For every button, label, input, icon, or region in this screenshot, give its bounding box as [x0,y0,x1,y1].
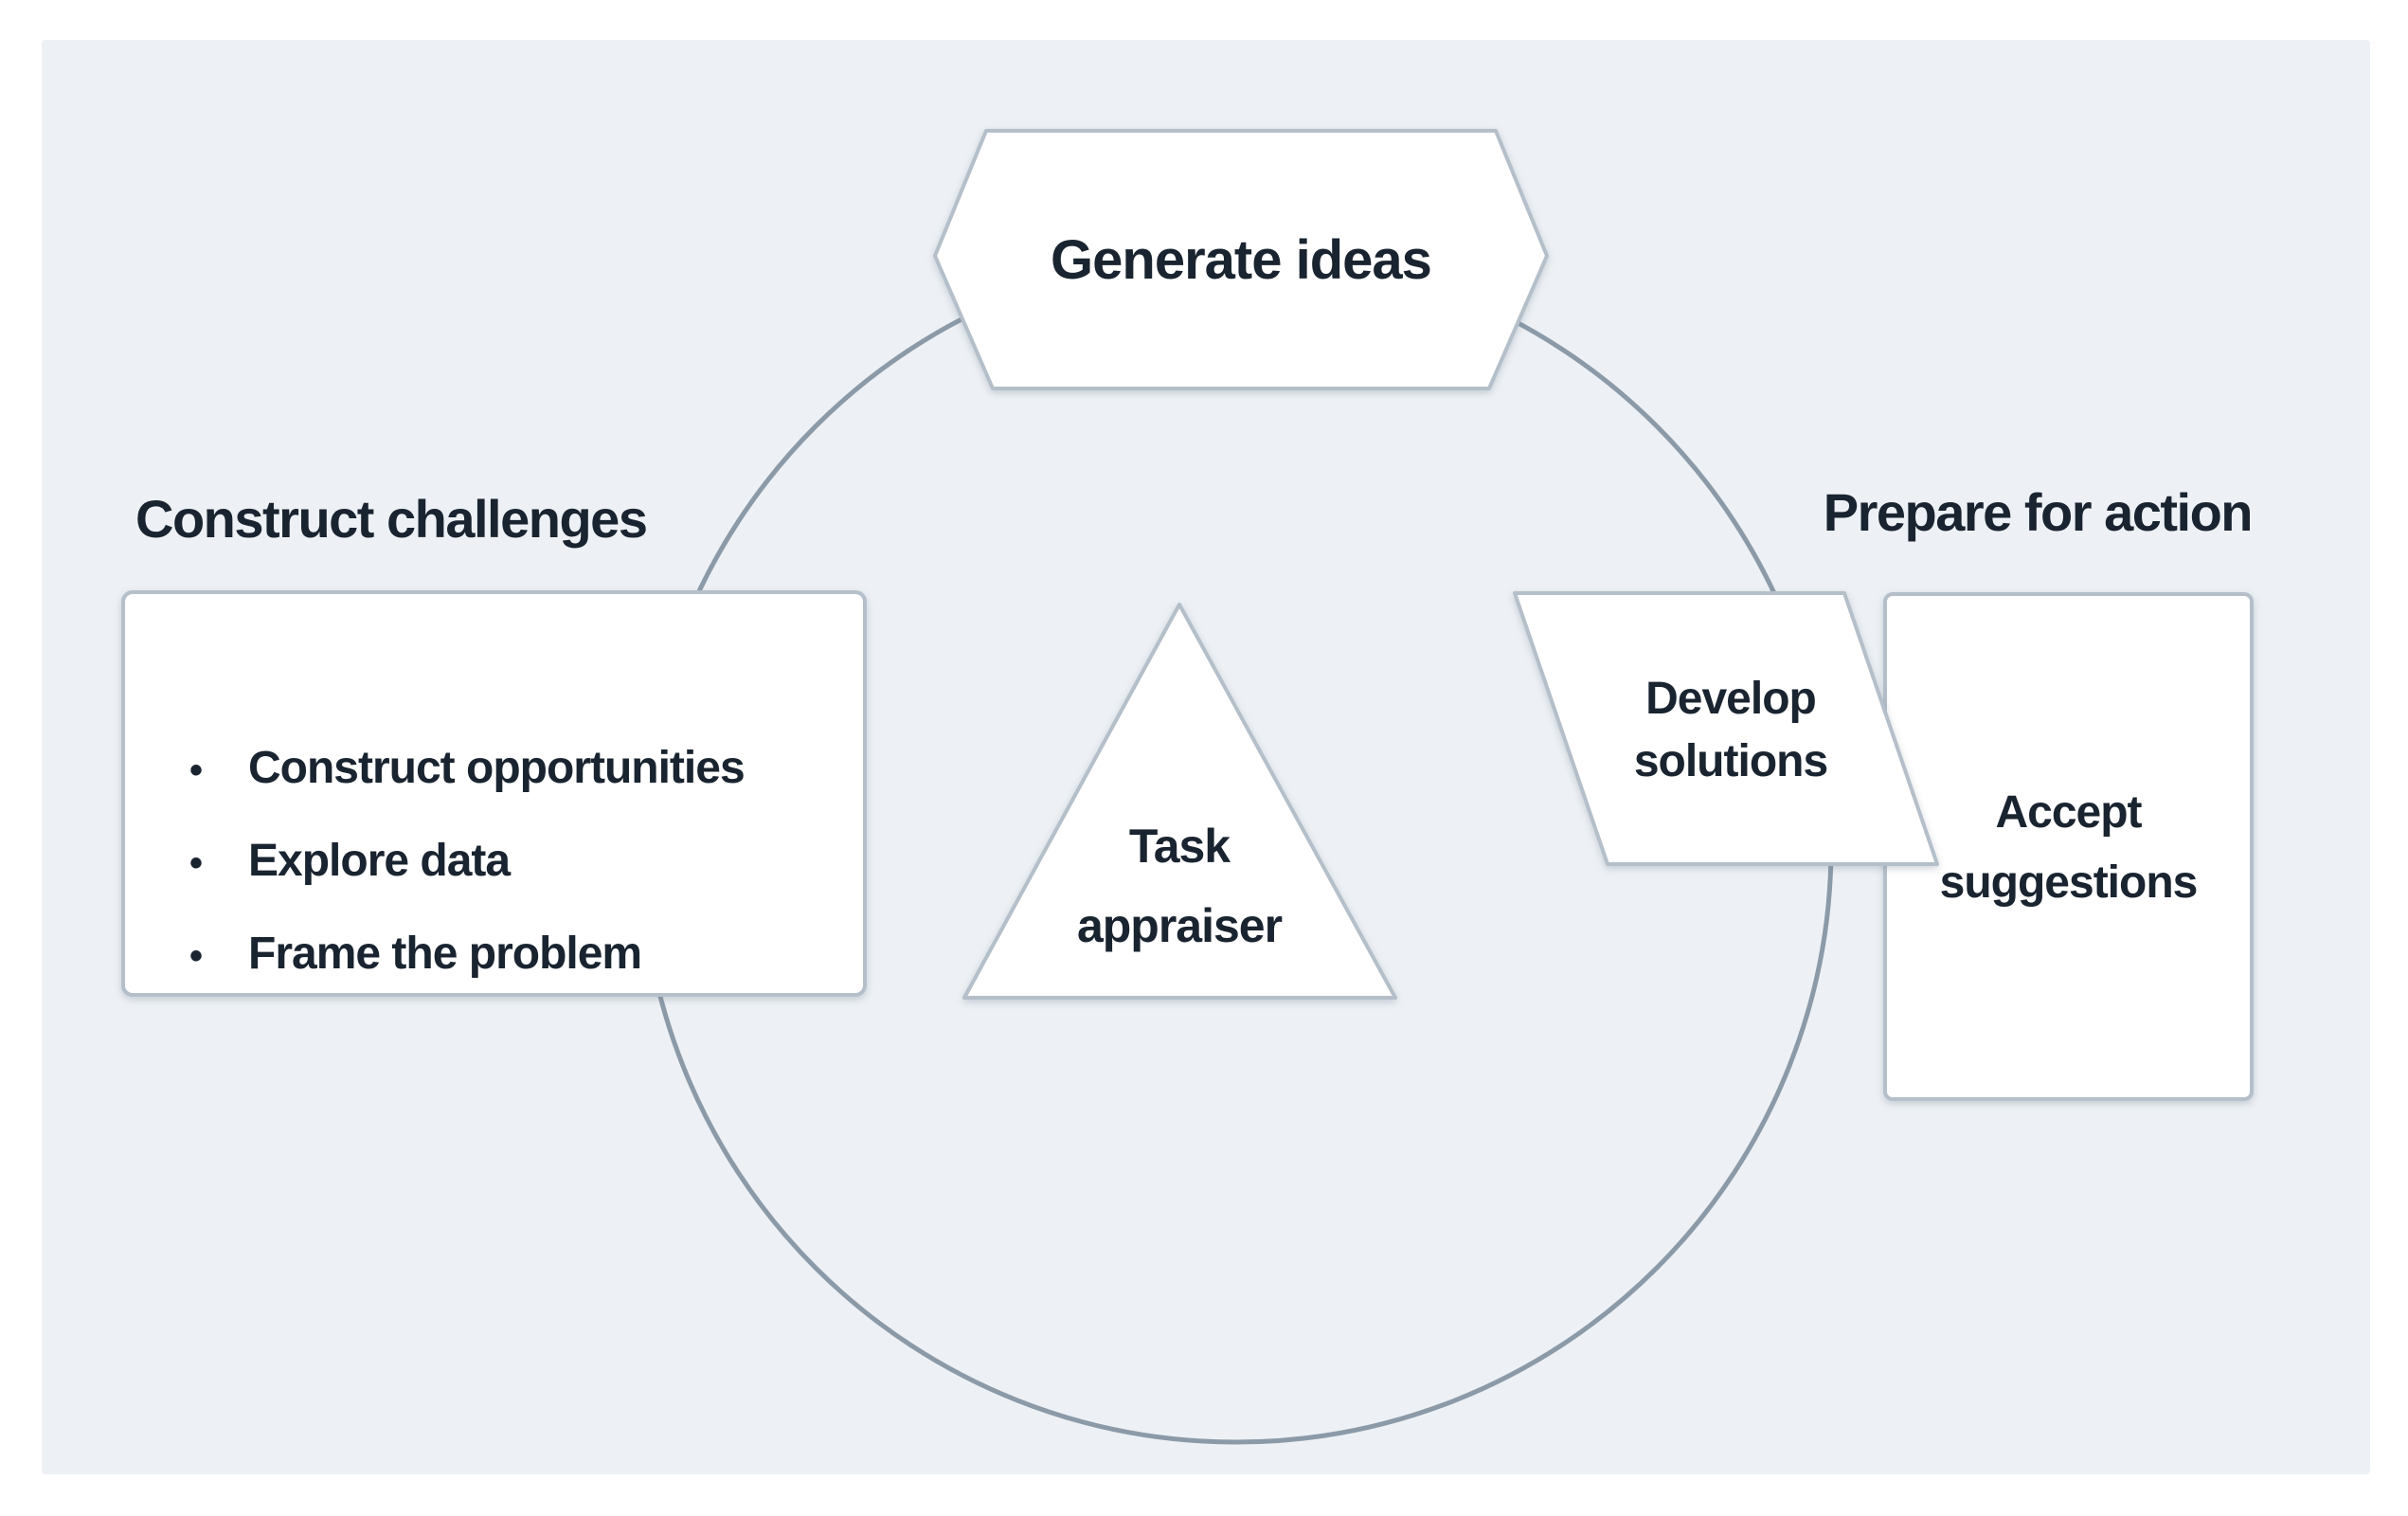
accept-suggestions-line-2: suggestions [1939,857,2199,908]
generate-ideas-label: Generate ideas [1051,228,1432,291]
develop-solutions-line-1: Develop [1645,674,1817,724]
bullet-icon: • [189,842,203,884]
bullet-icon: • [189,935,203,977]
task-appraiser-triangle [962,603,1397,1000]
develop-solutions-line-2: solutions [1633,736,1828,786]
prepare-for-action-heading: Prepare for action [1823,482,2254,542]
task-appraiser-line-2: appraiser [1076,899,1283,952]
list-item: • Construct opportunities [189,723,815,816]
accept-suggestions-line-1: Accept [1995,787,2142,838]
list-item: • Explore data [189,816,815,909]
develop-solutions-label: Develop solutions [1584,668,1878,793]
construct-challenges-box [121,590,867,997]
list-item-label: Construct opportunities [248,743,746,793]
generate-ideas-hexagon [933,129,1549,390]
develop-solutions-parallelogram [1513,591,1939,866]
task-appraiser-line-1: Task [1128,820,1231,873]
construct-challenges-list: • Construct opportunities • Explore data… [189,723,815,1002]
bullet-icon: • [189,749,203,791]
construct-challenges-heading: Construct challenges [135,489,648,549]
list-item-label: Frame the problem [248,929,642,979]
list-item: • Frame the problem [189,909,815,1002]
list-item-label: Explore data [248,836,511,886]
task-appraiser-label: Task appraiser [990,806,1369,966]
accept-suggestions-label: Accept suggestions [1885,778,2252,918]
